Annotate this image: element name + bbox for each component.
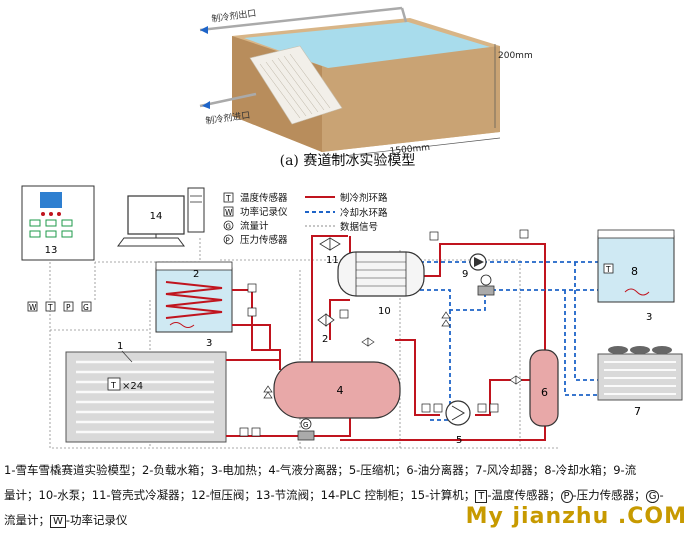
legend-t-desc: -温度传感器； xyxy=(487,488,561,502)
label-13: 13 xyxy=(45,245,58,256)
computer: 14 xyxy=(117,187,205,247)
legend-line-2: 量计；10-水泵；11-管壳式冷凝器；12-恒压阀；13-节流阀；14-PLC … xyxy=(4,487,694,503)
legend-power-logger: 功率记录仪 xyxy=(240,206,288,218)
svg-text:T: T xyxy=(110,381,116,390)
refrigerant-lines xyxy=(226,235,546,441)
outlet-pipe xyxy=(199,6,403,32)
plc-io-symbols: W T P G xyxy=(27,301,92,312)
height-label: 200mm xyxy=(498,51,533,61)
legend-t-box: T xyxy=(475,490,488,503)
svg-text:W: W xyxy=(29,303,37,312)
legend-flowmeter: 流量计 xyxy=(240,220,269,232)
legend-pressure-sensor: 压力传感器 xyxy=(240,234,288,246)
label-7: 7 xyxy=(634,405,641,418)
label-3-heater: 3 xyxy=(206,338,212,349)
svg-text:P: P xyxy=(66,303,71,312)
legend-p-circle: P xyxy=(560,490,573,503)
inlet-label: 制冷剂进口 xyxy=(205,109,251,127)
legend-temp-sensor: 温度传感器 xyxy=(240,192,288,204)
label-2-valve: 2 xyxy=(322,334,328,345)
watermark: My jianzhu .COM xyxy=(465,504,687,529)
plc-screen xyxy=(40,192,62,208)
throttle-valve: 2 xyxy=(317,313,335,345)
valve-markers xyxy=(263,311,523,399)
water-pump: 9 xyxy=(462,253,487,280)
legend-w-box: W xyxy=(50,515,66,528)
label-2-tank: 2 xyxy=(193,269,199,280)
label-6: 6 xyxy=(541,386,548,399)
plc-cabinet: 13 xyxy=(21,185,95,261)
legend-g-circle: G xyxy=(645,490,660,503)
legend-line-1: 1-雪车雪橇赛道实验模型；2-负载水箱；3-电加热；4-气液分离器；5-压缩机；… xyxy=(4,463,637,477)
legend-p-desc: -压力传感器； xyxy=(572,488,646,502)
label-9: 9 xyxy=(462,269,468,280)
legend-cooling-water-loop: 冷却水环路 xyxy=(340,207,388,219)
load-water-tank: 2 3 xyxy=(155,261,233,349)
constant-pressure-valve: 11 xyxy=(319,237,341,266)
track-model-coil: T ×24 1 xyxy=(65,341,227,443)
flowmeter-water xyxy=(477,274,495,296)
outlet-label: 制冷剂出口 xyxy=(211,7,257,25)
legend-w-desc: -功率记录仪 xyxy=(65,513,128,527)
label-4: 4 xyxy=(337,384,344,397)
cooling-water-lines xyxy=(420,261,600,421)
label-11: 11 xyxy=(326,255,339,266)
ice-track-model: 制冷剂出口 制冷剂进口 200mm 1500mm xyxy=(199,6,533,159)
legend-p-symbol: P xyxy=(226,237,230,245)
plc-buttons xyxy=(29,219,73,238)
legend-line-3: 流量计；W-功率记录仪 xyxy=(4,512,694,528)
shell-tube-condenser: 10 xyxy=(337,251,425,317)
inner-panel xyxy=(249,45,343,125)
label-8: 8 xyxy=(631,265,638,278)
compressor: 5 xyxy=(421,400,499,446)
sensor-count-label: ×24 xyxy=(122,381,143,392)
cooling-water-tank: T 8 3 xyxy=(597,229,675,323)
legend-line-3-text: 流量计； xyxy=(4,513,50,527)
svg-text:G: G xyxy=(83,303,89,312)
legend-t-symbol: T xyxy=(225,194,231,203)
air-cooler: 7 xyxy=(597,346,683,418)
caption-a: (a) 赛道制冰实验模型 xyxy=(279,153,416,169)
coil-pipes xyxy=(259,53,331,119)
legend-refrigerant-loop: 制冷剂环路 xyxy=(340,192,388,204)
length-label: 1500mm xyxy=(389,143,430,157)
inlet-arrow-icon xyxy=(202,101,210,109)
flowmeter-bottom: G xyxy=(297,418,315,441)
label-3-heater-b: 3 xyxy=(646,312,652,323)
label-14: 14 xyxy=(150,211,163,222)
legend-g-symbol: G xyxy=(226,223,231,231)
label-5: 5 xyxy=(456,435,462,446)
legend-block: T 温度传感器 W 功率记录仪 G 流量计 P 压力传感器 制冷剂环路 冷却水环… xyxy=(223,192,388,246)
legend-line-2-text: 量计；10-水泵；11-管壳式冷凝器；12-恒压阀；13-节流阀；14-PLC … xyxy=(4,488,476,502)
gas-liquid-separator: 4 xyxy=(273,361,401,419)
inline-sensors xyxy=(239,229,529,437)
oil-separator: 6 xyxy=(529,349,559,427)
svg-text:G: G xyxy=(303,421,308,429)
label-1: 1 xyxy=(117,341,123,352)
length-dim-line xyxy=(325,137,501,159)
svg-text:T: T xyxy=(605,265,611,274)
svg-text:T: T xyxy=(47,303,53,312)
outlet-arrow-icon xyxy=(200,26,208,34)
wood-box-front xyxy=(322,46,500,152)
legend-data-signal: 数据信号 xyxy=(340,221,378,233)
legend-g-desc: - xyxy=(659,488,664,502)
label-10: 10 xyxy=(378,306,391,317)
legend-w-symbol: W xyxy=(225,208,233,217)
